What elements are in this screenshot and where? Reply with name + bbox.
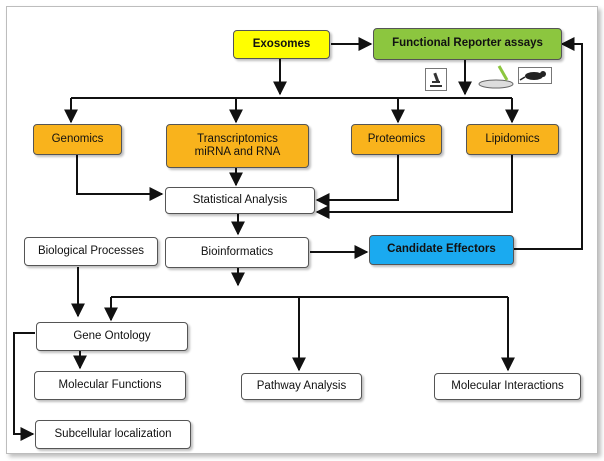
- biological-processes-box: Biological Processes: [24, 237, 158, 266]
- mouse-icon: [518, 67, 552, 84]
- arrow-proteomics-to-stats: [315, 155, 399, 207]
- subcellular-localization-box: Subcellular localization: [35, 420, 191, 449]
- candidate-effectors-box: Candidate Effectors: [369, 235, 514, 265]
- arrow-effectors-to-assays: [514, 37, 583, 250]
- exosomes-box: Exosomes: [233, 30, 330, 59]
- proteomics-box: Proteomics: [351, 124, 442, 155]
- molecular-interactions-box: Molecular Interactions: [434, 373, 581, 400]
- functional-reporter-assays-box: Functional Reporter assays: [373, 28, 562, 60]
- gene-ontology-box: Gene Ontology: [36, 322, 188, 351]
- molecular-functions-box: Molecular Functions: [34, 371, 186, 400]
- statistical-analysis-box: Statistical Analysis: [165, 187, 315, 214]
- microscope-icon: [425, 68, 447, 91]
- arrow-genomics-to-stats: [76, 155, 164, 201]
- arrow-ontology-to-localization: [13, 332, 35, 441]
- pathway-analysis-box: Pathway Analysis: [241, 373, 362, 400]
- lipidomics-box: Lipidomics: [466, 124, 559, 155]
- bioinformatics-box: Bioinformatics: [165, 237, 309, 268]
- genomics-box: Genomics: [33, 124, 122, 155]
- petri-dish-icon: [477, 62, 515, 90]
- transcriptomics-box: Transcriptomics miRNA and RNA: [166, 124, 309, 168]
- arrow-lipidomics-to-stats: [315, 155, 513, 219]
